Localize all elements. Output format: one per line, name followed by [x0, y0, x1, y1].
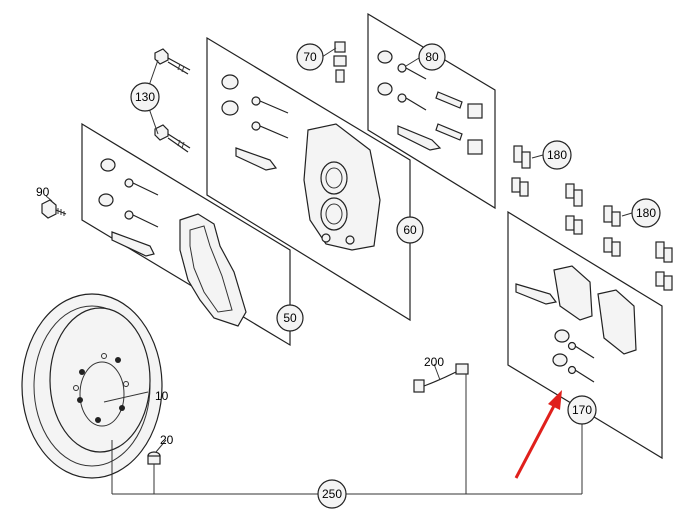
- callout-20: 20: [160, 433, 174, 447]
- panel-60-parts: [221, 74, 381, 251]
- callout-80-label: 80: [425, 50, 439, 64]
- callout-60-label: 60: [403, 223, 417, 237]
- assembly-tree-250: [111, 374, 583, 495]
- bolt-90: [41, 199, 67, 219]
- callout-180-a-label: 180: [547, 148, 567, 162]
- callout-10: 10: [155, 389, 169, 403]
- callout-130: 130: [130, 82, 160, 112]
- callout-170-label: 170: [572, 403, 592, 417]
- callout-50: 50: [276, 304, 304, 332]
- callout-70: 70: [296, 43, 324, 71]
- callout-20-label: 20: [160, 433, 174, 447]
- callout-60: 60: [396, 216, 424, 244]
- clips-180: [511, 145, 673, 291]
- callout-180-a: 180: [542, 140, 572, 170]
- panel-60: [206, 36, 411, 322]
- panel-80-parts: [377, 50, 483, 155]
- brake-disc: [21, 293, 163, 479]
- bleed-screw-70: [333, 41, 347, 83]
- callout-70-label: 70: [303, 50, 317, 64]
- callout-10-label: 10: [155, 389, 169, 403]
- panel-170-parts: [515, 265, 637, 383]
- callout-130-label: 130: [135, 90, 155, 104]
- callout-180-b-label: 180: [636, 206, 656, 220]
- callout-170: 170: [567, 395, 597, 425]
- callout-200-label: 200: [424, 355, 444, 369]
- bolts-130: [154, 48, 191, 153]
- highlight-arrow: [514, 390, 562, 479]
- wear-sensor-200: [413, 363, 469, 393]
- callout-250-label: 250: [322, 487, 342, 501]
- callout-200: 200: [424, 355, 444, 369]
- callout-50-label: 50: [283, 311, 297, 325]
- panel-50: [81, 122, 291, 347]
- callout-90-label: 90: [36, 185, 50, 199]
- panel-50-parts: [98, 158, 247, 327]
- callout-180-b: 180: [631, 198, 661, 228]
- panel-170: [507, 210, 663, 460]
- callout-90: 90: [36, 185, 50, 199]
- callout-80: 80: [418, 43, 446, 71]
- wheel-bolt-20: [147, 451, 161, 465]
- callout-250: 250: [317, 479, 347, 509]
- panel-80: [367, 12, 496, 210]
